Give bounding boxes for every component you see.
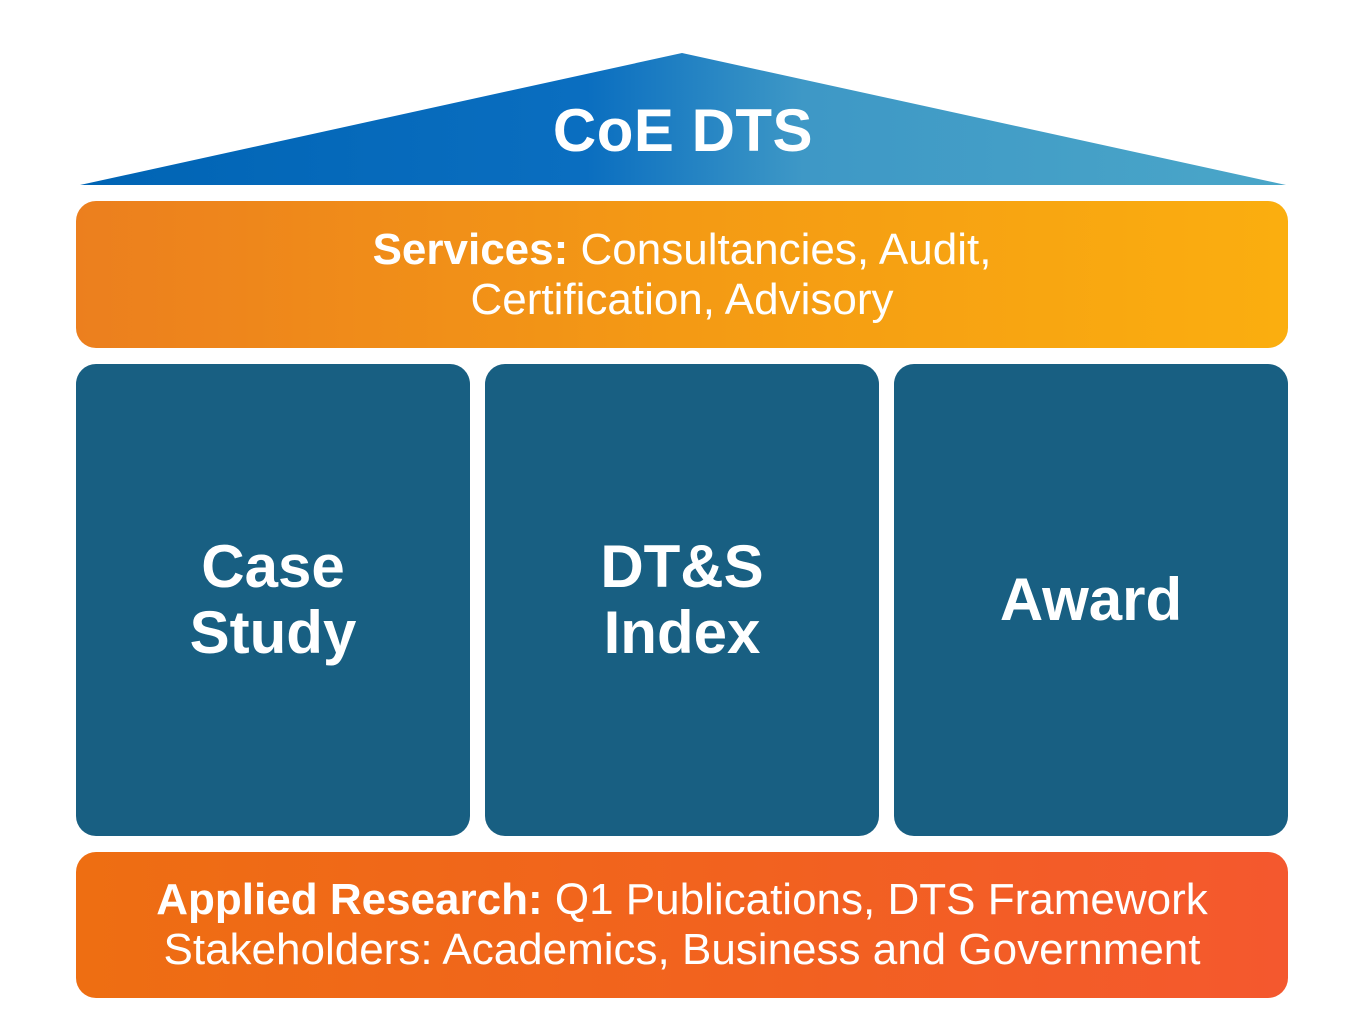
services-items-1: Consultancies, Audit, <box>568 224 992 274</box>
roof-title: CoE DTS <box>552 97 814 164</box>
pillar-case-study-line-1: Case <box>201 533 345 600</box>
pillar-dts-index: DT&S Index <box>485 364 879 836</box>
services-band: Services: Consultancies, Audit, Certific… <box>76 201 1288 348</box>
services-line-1: Services: Consultancies, Audit, <box>373 225 992 275</box>
pillar-dts-index-line-2: Index <box>603 599 761 666</box>
research-items-1: Q1 Publications, DTS Framework <box>542 875 1208 924</box>
pillar-case-study-line-2: Study <box>189 599 357 666</box>
pillar-dts-index-line-1: DT&S <box>600 533 764 600</box>
pillar-award-line-1: Award <box>999 566 1183 633</box>
pillar-case-study: Case Study <box>76 364 470 836</box>
services-line-2: Certification, Advisory <box>470 274 894 324</box>
research-band: Applied Research: Q1 Publications, DTS F… <box>76 852 1288 998</box>
pillar-award: Award <box>894 364 1288 836</box>
research-line-1: Applied Research: Q1 Publications, DTS F… <box>156 875 1207 925</box>
services-label: Services: <box>372 224 569 274</box>
research-label: Applied Research: <box>156 875 543 924</box>
research-line-2: Stakeholders: Academics, Business and Go… <box>163 925 1201 974</box>
roof: CoE DTS <box>0 0 1366 200</box>
roof-shape <box>80 53 1286 185</box>
